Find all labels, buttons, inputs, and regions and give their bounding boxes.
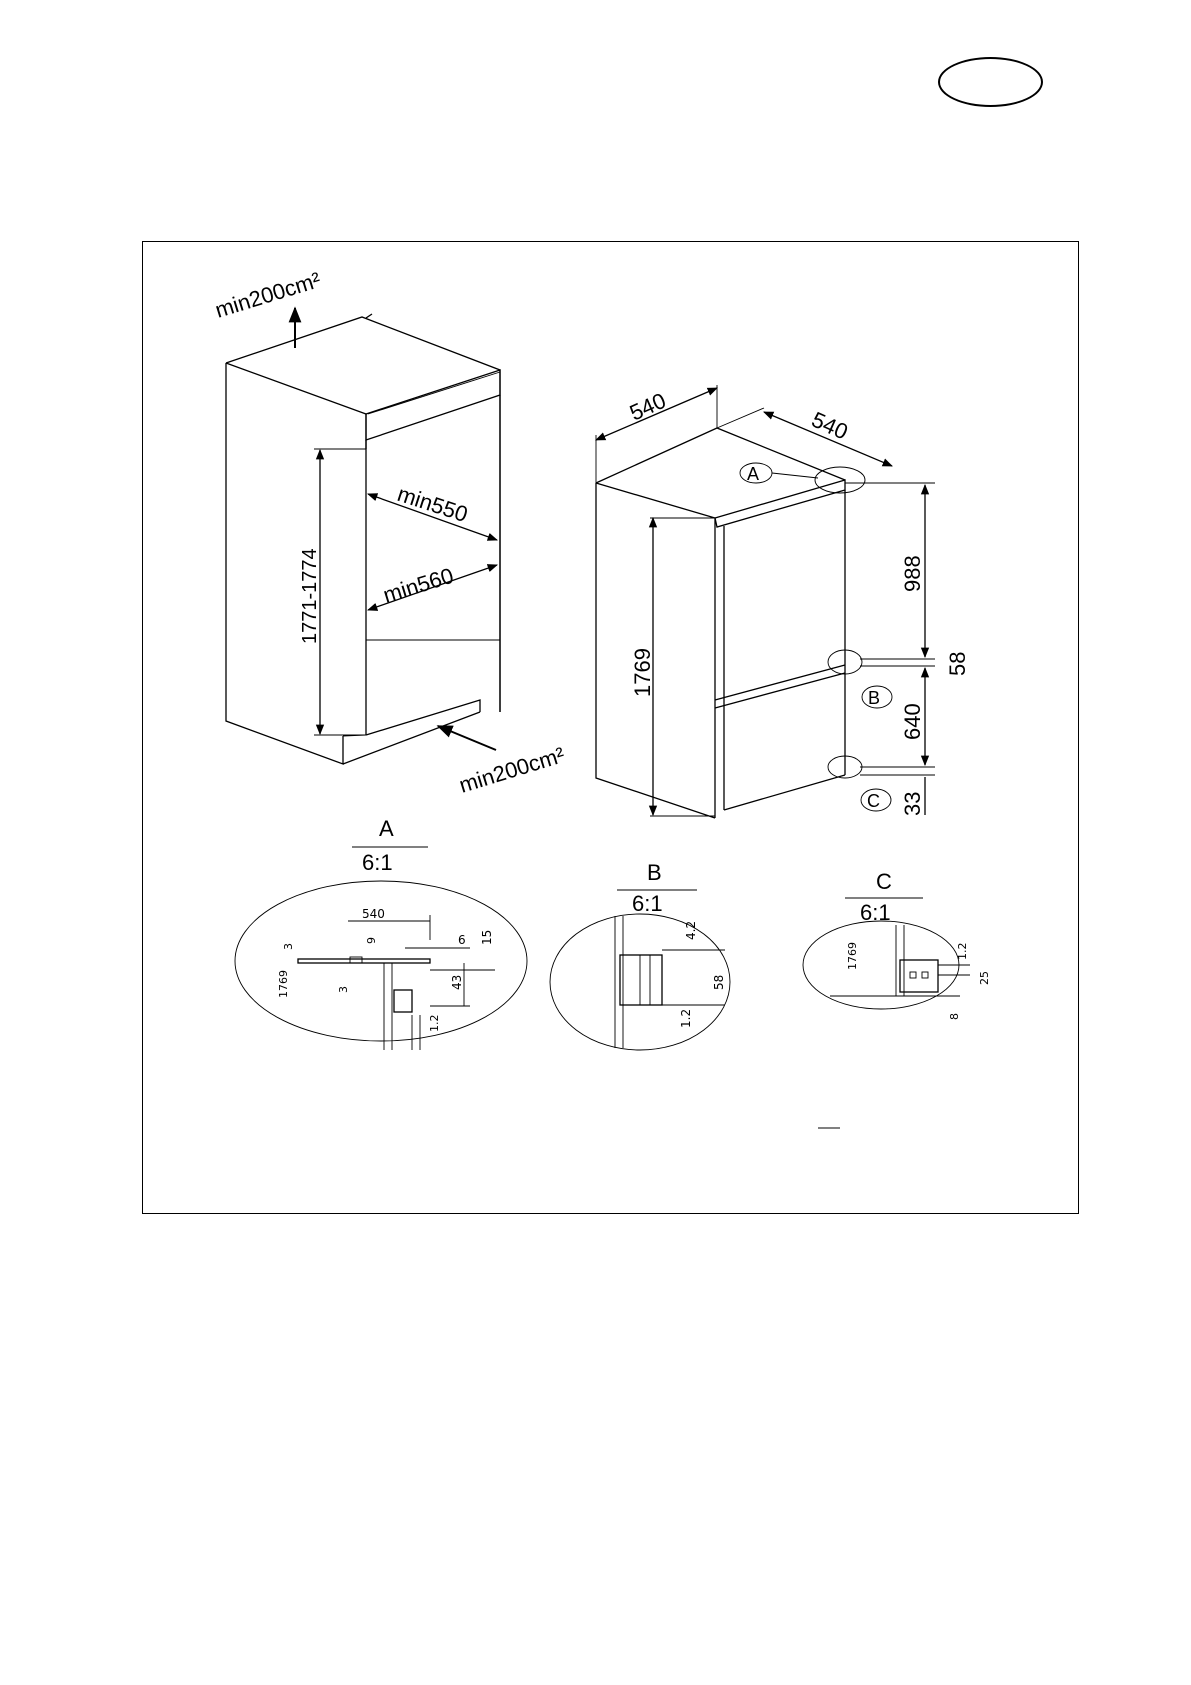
height-label: 1769: [630, 648, 655, 697]
depth-min-label: min550: [394, 481, 470, 527]
width-min-label: min560: [380, 563, 456, 608]
detail-a-hinge: [394, 990, 412, 1012]
detail-b-hinge: [620, 955, 662, 1005]
detail-a-1769: 1769: [277, 970, 290, 998]
detail-a-3a: 3: [282, 943, 295, 950]
vent-top-label: min200cm²: [212, 267, 323, 323]
detail-a-15: 15: [480, 930, 494, 945]
lower-dim-label: 640: [900, 703, 925, 740]
detail-b-12: 1.2: [679, 1009, 693, 1028]
appliance-drawing: 540 540 1769 A B C 988 58 640 33: [596, 385, 970, 818]
niche-drawing: min200cm² 1771-1774 min550 min560 min200…: [212, 267, 567, 798]
vent-bottom-arrow: [438, 726, 496, 750]
niche-top-rail: [366, 370, 500, 440]
height-range-label: 1771-1774: [299, 548, 321, 644]
detail-a-6: 6: [458, 933, 466, 947]
detail-c-25: 25: [978, 971, 991, 985]
detail-a-ellipse: [235, 881, 527, 1041]
detail-c: C 6:1 1769 1.2 25 8: [803, 869, 991, 1020]
vent-bottom-label: min200cm²: [456, 742, 567, 798]
marker-c-label: C: [867, 791, 880, 811]
upper-dim-label: 988: [900, 555, 925, 592]
detail-a: A 6:1 540 3 9 6 15 1769 3 43 1.2: [235, 816, 527, 1050]
gap-dim-label: 58: [945, 652, 970, 676]
appliance-top-rail: [715, 480, 845, 527]
detail-b-title: B: [647, 860, 662, 885]
detail-b-42: 4.2: [684, 921, 698, 940]
detail-a-12: 1.2: [428, 1015, 441, 1033]
detail-a-9: 9: [365, 937, 378, 944]
niche-left-side: [226, 363, 343, 764]
detail-a-3b: 3: [337, 986, 350, 993]
detail-b: B 6:1 4.2 58 1.2: [550, 860, 730, 1050]
detail-a-top-plate: [298, 959, 430, 963]
detail-a-circle: [815, 467, 865, 493]
detail-c-1769: 1769: [846, 942, 859, 970]
depth-label: 540: [808, 407, 852, 445]
marker-a-label: A: [747, 464, 759, 484]
niche-plinth: [366, 700, 480, 735]
detail-b-58: 58: [712, 975, 726, 990]
detail-c-12: 1.2: [956, 943, 969, 961]
appliance-top: [596, 428, 845, 483]
detail-c-title: C: [876, 869, 892, 894]
niche-front-top: [226, 363, 366, 414]
detail-a-scale: 6:1: [362, 850, 393, 875]
marker-b-label: B: [868, 688, 880, 708]
detail-c-8: 8: [948, 1013, 961, 1020]
detail-a-title: A: [379, 816, 394, 841]
detail-a-540: 540: [362, 907, 385, 921]
detail-b-scale: 6:1: [632, 891, 663, 916]
appliance-left-side: [596, 483, 715, 818]
width-label: 540: [626, 388, 670, 426]
appliance-door-split: [715, 665, 845, 700]
detail-a-43: 43: [450, 975, 464, 990]
bottom-dim-label: 33: [900, 792, 925, 816]
detail-c-bracket: [900, 960, 938, 992]
